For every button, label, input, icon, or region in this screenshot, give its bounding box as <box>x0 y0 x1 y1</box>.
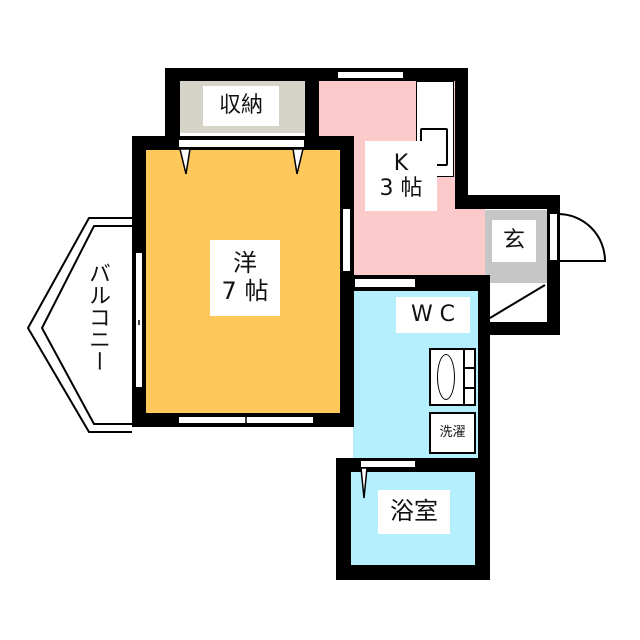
kitchen-room-ext <box>353 200 485 275</box>
kitchen-label: K 3 帖 <box>365 141 437 211</box>
western-label-line2: 7 帖 <box>221 277 269 305</box>
bath-door-hinge <box>360 467 368 499</box>
kitchen-label-line1: K <box>393 150 409 176</box>
wall-entrance-bottom <box>480 322 560 335</box>
bath-label-text: 浴室 <box>390 497 438 526</box>
balcony-label-text: バルコニー <box>85 262 110 372</box>
balcony-outline-inner <box>40 225 132 425</box>
door-hinge-right <box>292 148 304 175</box>
wc-label: W C <box>396 297 470 333</box>
wall-bath-right <box>475 458 490 580</box>
bath-door <box>360 460 416 468</box>
kitchen-label-line2: 3 帖 <box>379 176 423 201</box>
wall-wc-right <box>478 275 490 475</box>
western-label-line1: 洋 <box>233 249 257 278</box>
laundry-label-text: 洗濯 <box>439 424 466 440</box>
western-label: 洋 7 帖 <box>210 240 280 316</box>
wall-storage-left <box>165 68 180 150</box>
western-kitchen-opening <box>342 208 351 272</box>
entrance-step-diagonal <box>489 284 546 319</box>
balcony-outline-outer <box>26 217 132 433</box>
wc-door <box>354 278 416 288</box>
toilet-bowl <box>437 354 455 400</box>
storage-label-text: 収納 <box>218 93 263 119</box>
storage-door <box>178 139 305 148</box>
wc-label-text: W C <box>410 302 456 328</box>
entrance-label-text: 玄 <box>502 228 525 254</box>
entrance-door-frame <box>549 213 558 261</box>
balcony-label: バルコニー <box>82 262 112 412</box>
wall-storage-right <box>305 68 319 150</box>
wall-bath-left <box>336 458 351 580</box>
bath-label: 浴室 <box>378 490 450 534</box>
wall-bath-bottom <box>336 565 490 580</box>
storage-label: 収納 <box>203 86 279 126</box>
door-hinge-left <box>179 148 191 175</box>
wall-kitchen-right <box>455 68 468 208</box>
entrance-door-swing <box>557 213 607 262</box>
laundry-label: 洗濯 <box>432 416 473 450</box>
wall-kitchen-step <box>455 195 560 209</box>
kitchen-window <box>337 71 404 79</box>
entrance-label: 玄 <box>492 220 536 262</box>
